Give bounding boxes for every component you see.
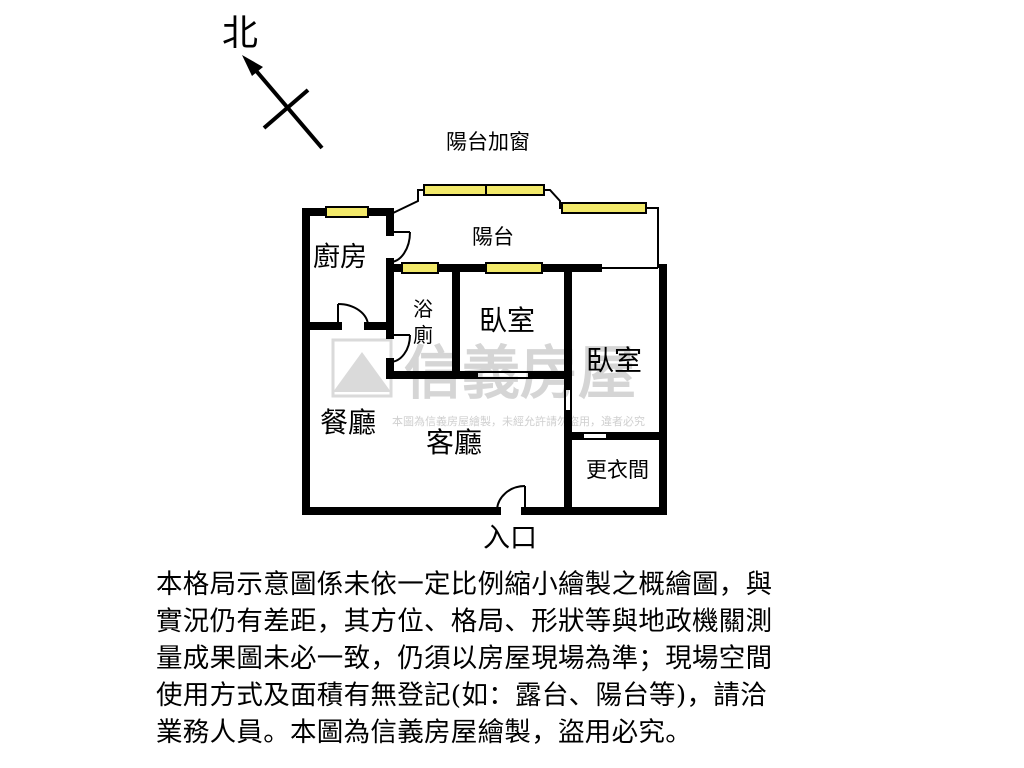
disclaimer-text: 本格局示意圖係未依一定比例縮小繪製之概繪圖，與 實況仍有差距，其方位、格局、形狀… xyxy=(156,566,876,751)
windows xyxy=(325,184,647,274)
disclaimer-line: 實況仍有差距，其方位、格局、形狀等與地政機關測 xyxy=(156,606,773,637)
closet-label: 更衣間 xyxy=(586,458,649,482)
balcony-window-mid xyxy=(485,184,545,196)
north-label: 北 xyxy=(222,13,258,54)
balcony-label: 陽台 xyxy=(472,225,514,249)
bathroom-label-2: 廁 xyxy=(413,323,433,347)
disclaimer-line: 本格局示意圖係未依一定比例縮小繪製之概繪圖，與 xyxy=(156,569,773,600)
swing-doors xyxy=(337,231,526,512)
sliding-doors xyxy=(474,371,610,440)
bathroom-window xyxy=(401,262,439,274)
walls xyxy=(302,208,667,515)
kitchen-window xyxy=(325,206,369,218)
disclaimer-line: 量成果圖未必一致，仍須以房屋現場為準；現場空間 xyxy=(156,643,773,674)
bedroom-1-label: 臥室 xyxy=(479,304,535,337)
kitchen-label: 廚房 xyxy=(313,242,367,273)
north-arrow-icon xyxy=(242,55,324,150)
bedroom-window xyxy=(485,262,543,274)
dining-label: 餐廳 xyxy=(320,406,376,439)
bathroom-label-1: 浴 xyxy=(413,297,433,321)
watermark-logo-icon xyxy=(331,338,393,398)
balcony-window-label: 陽台加窗 xyxy=(446,130,530,154)
watermark-notice: 本圖為信義房屋繪製，未經允許請勿盜用，違者必究 xyxy=(392,414,645,428)
bedroom-2-label: 臥室 xyxy=(586,344,642,377)
balcony-window-right xyxy=(561,202,647,214)
disclaimer-line: 業務人員。本圖為信義房屋繪製，盜用必究。 xyxy=(156,717,692,748)
disclaimer-line: 使用方式及面積有無登記(如：露台、陽台等)，請洽 xyxy=(156,680,767,711)
entrance-label: 入口 xyxy=(483,523,537,554)
living-label: 客廳 xyxy=(426,426,482,459)
balcony-window-left xyxy=(423,184,487,196)
